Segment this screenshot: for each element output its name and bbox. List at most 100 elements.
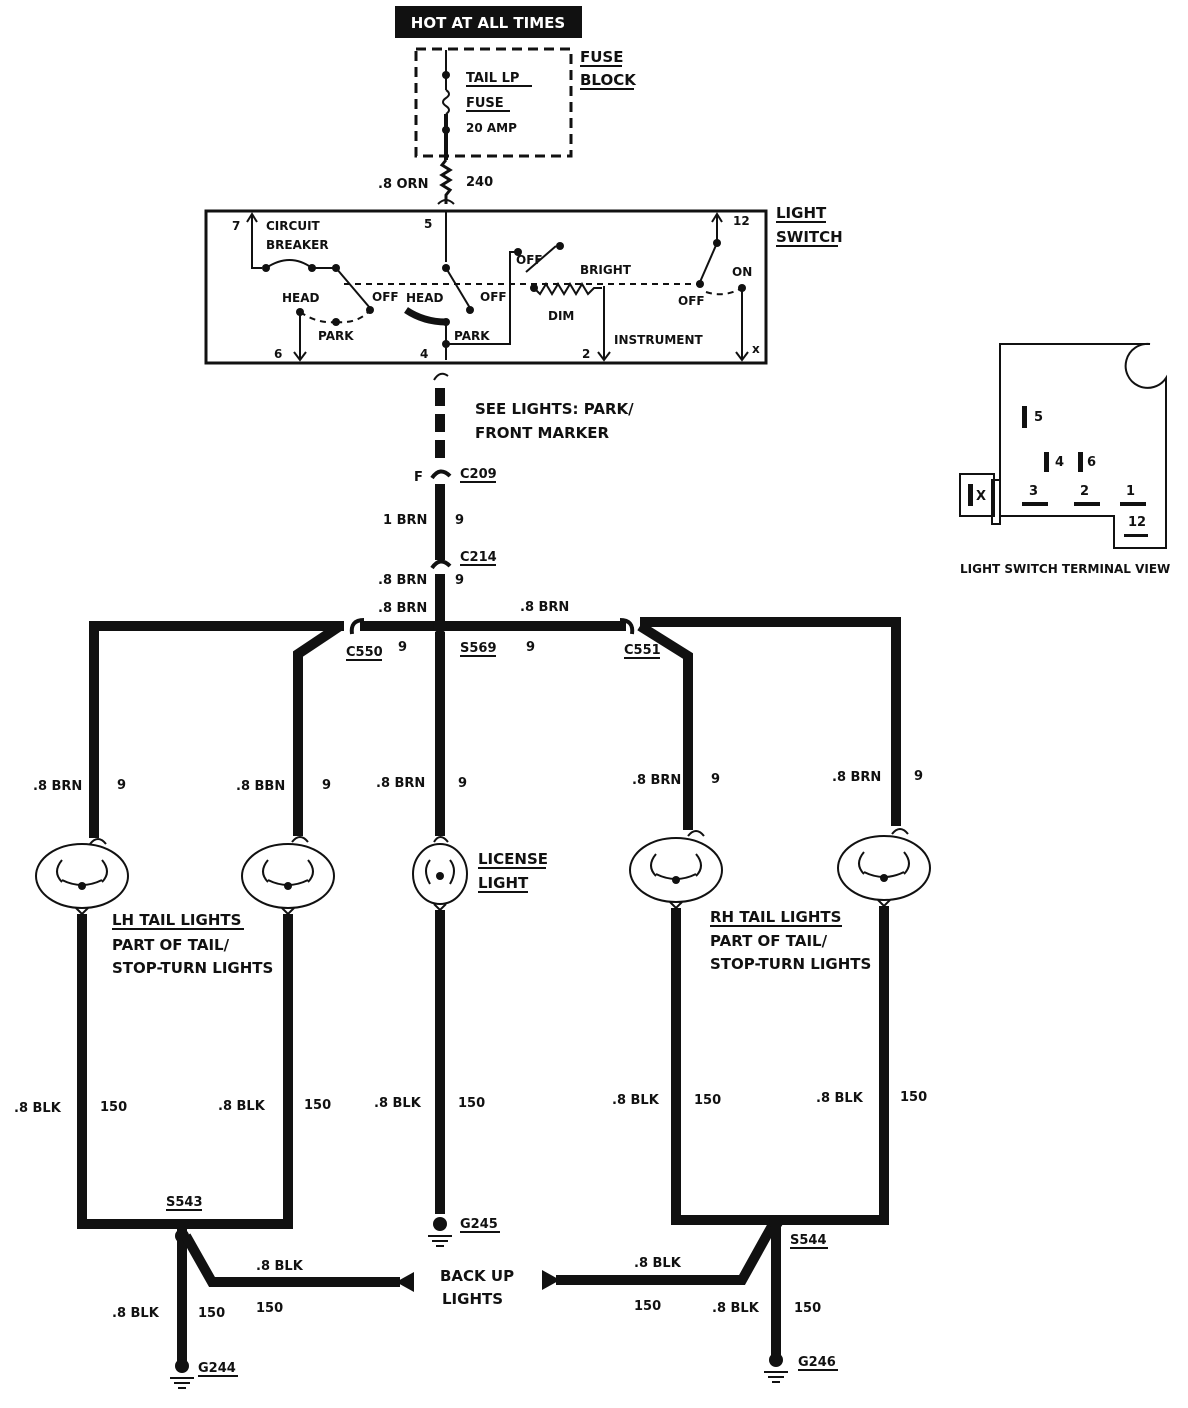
hot-label: HOT AT ALL TIMES <box>411 14 565 32</box>
rh-inner-circuit: 9 <box>711 772 720 787</box>
lh-label-3: STOP-TURN LIGHTS <box>112 959 273 977</box>
c550-label: C550 <box>346 645 383 660</box>
fuse-rating: 20 AMP <box>466 121 517 135</box>
terminal-view-4: 4 <box>1055 455 1064 470</box>
ground-g245: G245 <box>428 1217 500 1247</box>
g246-label: G246 <box>798 1355 836 1370</box>
rh-label-3: STOP-TURN LIGHTS <box>710 955 871 973</box>
terminal-12-label: 12 <box>733 214 750 228</box>
wire-3-brn: .8 BRN <box>378 601 427 616</box>
lh-outer-blk: .8 BLK <box>14 1101 62 1116</box>
park-left-label: PARK <box>318 329 354 343</box>
feed-wire-gauge: .8 ORN <box>378 177 428 192</box>
wire-2-circuit: 9 <box>455 573 464 588</box>
backup-left-blk: .8 BLK <box>256 1259 304 1274</box>
g244-150: 150 <box>198 1306 225 1321</box>
feed-wire-orn: .8 ORN 240 <box>378 159 493 205</box>
terminal-view-x: X <box>976 489 986 504</box>
branch-wires: .8 BRN 9 .8 BBN 9 .8 BRN 9 .8 BRN 9 .8 B… <box>33 617 923 838</box>
splice-s544: S544 .8 BLK 150 .8 BLK 150 G246 <box>542 1215 838 1383</box>
fuse-block-title: FUSE <box>580 48 623 66</box>
lh-inner-150: 150 <box>304 1098 331 1113</box>
bright-label: BRIGHT <box>580 263 632 277</box>
head-center-label: HEAD <box>406 291 444 305</box>
backup-label-1: BACK UP <box>440 1267 514 1285</box>
terminal-5-label: 5 <box>424 217 432 231</box>
see-lights-line1: SEE LIGHTS: PARK/ <box>475 400 634 418</box>
rh-tail-lamp-inner <box>629 830 723 910</box>
backup-right-150: 150 <box>634 1299 661 1314</box>
terminal-view-6: 6 <box>1087 455 1096 470</box>
backup-right-blk: .8 BLK <box>634 1256 682 1271</box>
rh-tail-lamp-outer <box>837 828 931 908</box>
s544-label: S544 <box>790 1233 827 1248</box>
terminal-7-label: 7 <box>232 219 240 233</box>
park-center-label: PARK <box>454 329 490 343</box>
rh-outer-brn: .8 BRN <box>832 770 881 785</box>
rh-label-1: RH TAIL LIGHTS <box>710 908 841 926</box>
light-switch-title: LIGHT <box>776 204 827 222</box>
rh-outer-blk: .8 BLK <box>816 1091 864 1106</box>
license-label: LICENSE <box>478 850 548 868</box>
wire-2-brn: .8 BRN <box>378 573 427 588</box>
circuit-breaker-label-2: BREAKER <box>266 238 329 252</box>
c209-label: C209 <box>460 467 497 482</box>
s569-label: S569 <box>460 641 497 656</box>
terminal-4-label: 4 <box>420 347 428 361</box>
lh-label-1: LH TAIL LIGHTS <box>112 911 241 929</box>
g245-label: G245 <box>460 1217 498 1232</box>
lh-inner-circuit: 9 <box>322 778 331 793</box>
s543-label: S543 <box>166 1195 203 1210</box>
rh-label-2: PART OF TAIL/ <box>710 932 828 950</box>
c551-label: C551 <box>624 643 661 658</box>
c550-circuit: 9 <box>398 640 407 655</box>
circuit-breaker-label: CIRCUIT <box>266 219 321 233</box>
lh-outer-150: 150 <box>100 1100 127 1115</box>
lh-label-2: PART OF TAIL/ <box>112 936 230 954</box>
see-lights-line2: FRONT MARKER <box>475 424 610 442</box>
terminal-x-label: x <box>752 342 760 356</box>
backup-left-150: 150 <box>256 1301 283 1316</box>
off-left-label: OFF <box>372 290 399 304</box>
splice-s569: C550 9 S569 9 C551 <box>346 618 661 661</box>
fuse-block: TAIL LP FUSE 20 AMP FUSE BLOCK <box>414 47 637 160</box>
off-center-label: OFF <box>480 290 507 304</box>
terminal-view-2: 2 <box>1080 484 1089 499</box>
light-switch-subtitle: SWITCH <box>776 228 843 246</box>
backup-lights-label: BACK UP LIGHTS <box>440 1267 514 1308</box>
license-blk: .8 BLK <box>374 1096 422 1111</box>
wire-4-brn: .8 BRN <box>520 600 569 615</box>
g246-blk: .8 BLK <box>712 1301 760 1316</box>
lh-tail-lamp-outer <box>35 838 129 916</box>
rh-inner-blk: .8 BLK <box>612 1093 660 1108</box>
g244-blk: .8 BLK <box>112 1306 160 1321</box>
light-switch: LIGHT SWITCH 7 5 12 CIRCUIT BREAKER HEAD… <box>204 204 843 365</box>
switch-off-label: OFF <box>678 294 705 308</box>
g244-label: G244 <box>198 1361 236 1376</box>
dim-label: DIM <box>548 309 574 323</box>
hot-at-all-times-banner: HOT AT ALL TIMES <box>395 6 582 38</box>
rh-outer-circuit: 9 <box>914 769 923 784</box>
license-brn: .8 BRN <box>376 776 425 791</box>
terminal-6-label: 6 <box>274 347 282 361</box>
license-lamp: LICENSE LIGHT <box>412 836 548 912</box>
backup-label-2: LIGHTS <box>442 1290 503 1308</box>
switch-on-label: ON <box>732 265 752 279</box>
license-label-2: LIGHT <box>478 874 529 892</box>
lh-inner-brn: .8 BBN <box>236 779 285 794</box>
brown-feed-wire: SEE LIGHTS: PARK/ FRONT MARKER F C209 1 … <box>378 372 634 626</box>
lh-inner-blk: .8 BLK <box>218 1099 266 1114</box>
c209-pin: F <box>414 470 423 485</box>
license-150: 150 <box>458 1096 485 1111</box>
rh-tail-lights-label: RH TAIL LIGHTS PART OF TAIL/ STOP-TURN L… <box>710 908 871 973</box>
terminal-view-1: 1 <box>1126 484 1135 499</box>
rh-outer-150: 150 <box>900 1090 927 1105</box>
fuse-block-subtitle: BLOCK <box>580 71 637 89</box>
terminal-view-12: 12 <box>1128 515 1146 530</box>
lh-outer-brn: .8 BRN <box>33 779 82 794</box>
rh-inner-brn: .8 BRN <box>632 773 681 788</box>
g246-150: 150 <box>794 1301 821 1316</box>
lh-tail-lamp-inner <box>241 836 335 916</box>
rh-inner-150: 150 <box>694 1093 721 1108</box>
